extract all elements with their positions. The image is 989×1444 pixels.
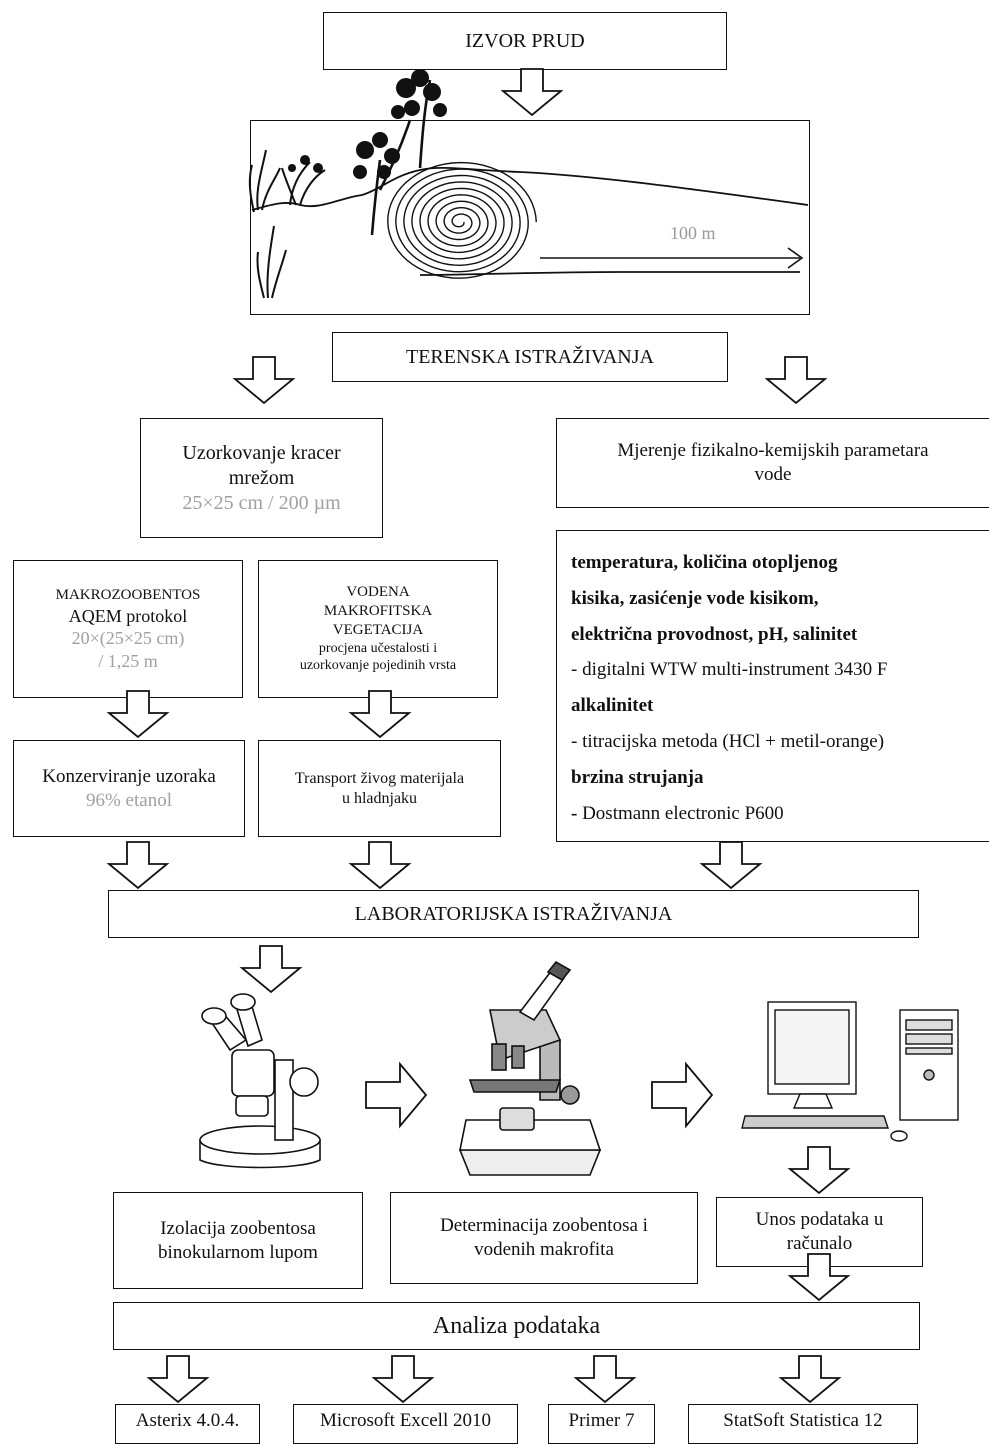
sampling-line1: Uzorkovanje kracer [182,441,341,464]
tree-foliage [288,69,447,179]
macrozoo-line1: MAKROZOOBENTOS [55,586,201,603]
arrow-to-transport [350,690,410,738]
arrow-source-to-site [502,68,562,116]
instrument-line3-dash: - [571,802,578,824]
sampling-spec: 25×25 cm / 200 µm [182,491,341,514]
data-entry-line1: Unos podataka u [755,1209,884,1231]
macrophyte-line3: VEGETACIJA [332,621,424,638]
instrument-line2: - titracijska metoda (HCl + metil-orange… [571,730,885,752]
arrow-stereo-to-microscope [365,1063,427,1127]
determination-line2: vodenih makrofita [474,1239,614,1260]
spring-site-illustration [248,79,809,299]
source-box: IZVOR PRUD [323,12,727,70]
measurement-line1: Mjerenje fizikalno-kemijskih parametara [617,440,929,462]
macrophyte-desc1: procjena učestalosti i [318,640,438,656]
conservation-box: Konzerviranje uzoraka 96% etanol [13,740,245,837]
measurement-box: Mjerenje fizikalno-kemijskih parametara … [556,418,989,508]
param-line5: brzina strujanja [571,766,704,788]
field-research-label: TERENSKA ISTRAŽIVANJA [406,345,654,368]
arrow-to-asterix [148,1355,208,1403]
lab-research-box: LABORATORIJSKA ISTRAŽIVANJA [108,890,919,938]
software-primer: Primer 7 [568,1410,635,1431]
macrophyte-box: VODENA MAKROFITSKA VEGETACIJA procjena u… [258,560,498,698]
field-research-box: TERENSKA ISTRAŽIVANJA [332,332,728,382]
macrozoobenthos-box: MAKROZOOBENTOS AQEM protokol 20×(25×25 c… [13,560,243,698]
arrow-params-to-lab [701,841,761,889]
macrozoo-line2: AQEM protokol [68,605,188,626]
arrow-to-excel [373,1355,433,1403]
data-entry-line2: računalo [786,1233,853,1254]
distance-label: 100 m [670,223,716,243]
instrument-line3-text: Dostmann electronic P600 [577,802,784,824]
arrow-to-measurement [766,356,826,404]
measurement-line2: vode [754,464,792,485]
macrozoo-spec2: / 1,25 m [98,650,158,671]
instrument-line3: - Dostmann electronic P600 [571,796,989,832]
conservation-line1: Konzerviranje uzoraka [42,765,216,787]
software-statistica: StatSoft Statistica 12 [723,1410,883,1431]
determination-line1: Determinacija zoobentosa i [440,1215,648,1237]
analysis-box: Analiza podataka [113,1302,920,1350]
sampling-line2: mrežom [228,466,295,489]
software-asterix: Asterix 4.0.4. [135,1410,240,1431]
compound-microscope-icon [458,960,602,1176]
macrophyte-line2: MAKROFITSKA [323,603,433,620]
arrow-to-statistica [780,1355,840,1403]
arrow-to-sampling [234,356,294,404]
stereo-microscope-icon [199,993,321,1169]
arrow-computer-to-entry [789,1146,849,1194]
source-label: IZVOR PRUD [465,29,585,52]
determination-box: Determinacija zoobentosa i vodenih makro… [390,1192,698,1284]
arrow-to-primer [575,1355,635,1403]
param-line3: električna provodnost, pH, salinitet [571,623,858,645]
transport-line1: Transport živog materijala [294,769,465,787]
lab-research-label: LABORATORIJSKA ISTRAŽIVANJA [354,902,673,925]
macrozoo-spec1: 20×(25×25 cm) [71,628,185,649]
isolation-line2: binokularnom lupom [158,1241,318,1263]
isolation-box: Izolacija zoobentosa binokularnom lupom [113,1192,363,1289]
site-illustration-box [250,120,810,315]
instrument-line1: - digitalni WTW multi-instrument 3430 F [571,659,888,681]
transport-box: Transport živog materijala u hladnjaku [258,740,501,837]
param-line1: temperatura, količina otopljenog [571,552,838,573]
arrow-lab-to-stereo [241,945,301,993]
isolation-line1: Izolacija zoobentosa [160,1217,316,1239]
arrow-transport-to-lab [350,841,410,889]
software-excel: Microsoft Excell 2010 [320,1410,491,1431]
arrow-entry-to-analysis [789,1253,849,1301]
computer-icon [741,1001,959,1142]
analysis-label: Analiza podataka [432,1313,601,1339]
macrophyte-desc2: uzorkovanje pojedinih vrsta [299,658,457,674]
sampling-box: Uzorkovanje kracer mrežom 25×25 cm / 200… [140,418,383,538]
param-line2: kisika, zasićenje vode kisikom, [571,587,819,609]
param-line4: alkalinitet [571,695,654,717]
arrow-conservation-to-lab [108,841,168,889]
conservation-spec: 96% etanol [85,789,172,811]
transport-line2: u hladnjaku [341,789,418,807]
arrow-microscope-to-computer [651,1063,713,1127]
parameters-box: temperatura, količina otopljenog kisika,… [556,530,989,842]
arrow-to-conservation [108,690,168,738]
macrophyte-line1: VODENA [346,584,410,601]
